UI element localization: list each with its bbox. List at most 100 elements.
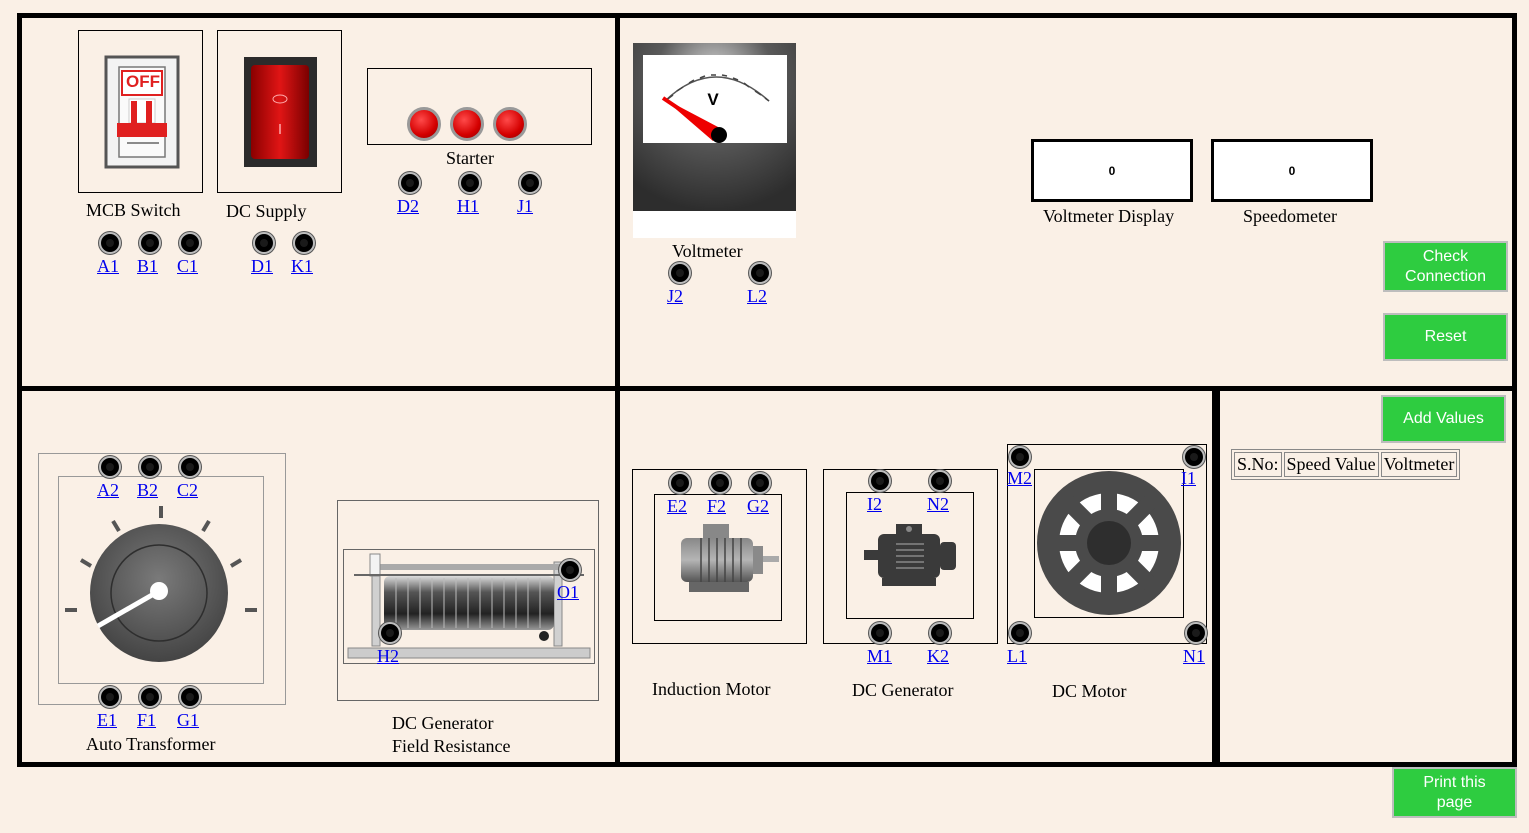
terminal-l1[interactable]	[1009, 622, 1031, 644]
dc-generator-icon[interactable]	[860, 520, 960, 590]
terminal-n2[interactable]	[929, 470, 951, 492]
reset-button[interactable]: Reset	[1383, 313, 1508, 361]
starter-lamp-2	[450, 107, 484, 141]
table-header-row: S.No: Speed Value Voltmeter	[1234, 452, 1458, 477]
induction-motor-icon[interactable]	[673, 520, 783, 600]
terminal-e1[interactable]	[99, 686, 121, 708]
voltmeter-icon	[633, 43, 796, 238]
terminal-b1-link[interactable]: B1	[137, 256, 159, 276]
terminal-i1[interactable]	[1183, 446, 1205, 468]
terminal-h1-link[interactable]: H1	[457, 196, 479, 216]
terminal-e2-link[interactable]: E2	[667, 496, 687, 516]
terminal-f1-link[interactable]: F1	[137, 710, 157, 730]
auto-transformer-outer	[38, 453, 286, 705]
voltmeter-display-label: Voltmeter Display	[1043, 206, 1175, 226]
dc-generator-outer	[823, 469, 998, 644]
dc-supply-switch[interactable]	[217, 30, 342, 193]
terminal-m2-link[interactable]: M2	[1007, 468, 1033, 488]
terminal-c2-link[interactable]: C2	[177, 480, 199, 500]
induction-motor-label: Induction Motor	[652, 679, 771, 699]
speedometer-label: Speedometer	[1243, 206, 1337, 226]
terminal-i1-link[interactable]: I1	[1181, 468, 1196, 488]
observation-table: S.No: Speed Value Voltmeter	[1231, 449, 1461, 480]
terminal-i2-link[interactable]: I2	[867, 494, 882, 514]
terminal-e1-link[interactable]: E1	[97, 710, 117, 730]
speedometer-display: 0	[1211, 139, 1373, 202]
terminal-b2-link[interactable]: B2	[137, 480, 159, 500]
terminal-o1[interactable]	[559, 559, 581, 581]
terminal-g2[interactable]	[749, 472, 771, 494]
table-header-sno: S.No:	[1234, 452, 1282, 477]
dc-motor-outer	[1007, 444, 1207, 644]
induction-motor-inner	[654, 494, 782, 621]
dc-generator-inner	[846, 492, 974, 619]
starter-lamp-3	[493, 107, 527, 141]
observation-panel	[1212, 386, 1517, 767]
table-header-speed: Speed Value	[1283, 452, 1379, 477]
machines-panel	[615, 386, 1220, 767]
terminal-l1-link[interactable]: L1	[1007, 646, 1027, 666]
terminal-h2-link[interactable]: H2	[377, 646, 399, 666]
field-resistance-inner	[343, 549, 595, 664]
terminal-j1[interactable]	[519, 172, 541, 194]
rheostat-icon[interactable]	[344, 550, 594, 663]
terminal-l2-link[interactable]: L2	[747, 286, 767, 306]
terminal-g1-link[interactable]: G1	[177, 710, 199, 730]
terminal-l2[interactable]	[749, 262, 771, 284]
voltmeter-symbol: V	[707, 90, 719, 109]
terminal-j2[interactable]	[669, 262, 691, 284]
terminal-d2[interactable]	[399, 172, 421, 194]
terminal-g1[interactable]	[179, 686, 201, 708]
terminal-j1-link[interactable]: J1	[517, 196, 534, 216]
terminal-d2-link[interactable]: D2	[397, 196, 419, 216]
terminal-i2[interactable]	[869, 470, 891, 492]
terminal-k2-link[interactable]: K2	[927, 646, 949, 666]
print-page-button[interactable]: Print this page	[1392, 767, 1517, 818]
terminal-k1[interactable]	[293, 232, 315, 254]
terminal-h2[interactable]	[379, 622, 401, 644]
terminal-j2-link[interactable]: J2	[667, 286, 684, 306]
field-resistance-outer	[337, 500, 599, 701]
starter-lamp-1	[407, 107, 441, 141]
terminal-a2-link[interactable]: A2	[97, 480, 119, 500]
field-resistance-label-line1: DC Generator	[392, 713, 494, 733]
voltmeter-display: 0	[1031, 139, 1193, 202]
terminal-a2[interactable]	[99, 456, 121, 478]
terminal-n1-link[interactable]: N1	[1183, 646, 1205, 666]
mcb-switch[interactable]	[78, 30, 203, 193]
terminal-f1[interactable]	[139, 686, 161, 708]
auto-transformer-inner	[58, 476, 264, 684]
terminal-f2-link[interactable]: F2	[707, 496, 727, 516]
terminal-c1-link[interactable]: C1	[177, 256, 199, 276]
terminal-k2[interactable]	[929, 622, 951, 644]
terminal-c2[interactable]	[179, 456, 201, 478]
terminal-c1[interactable]	[179, 232, 201, 254]
terminal-g2-link[interactable]: G2	[747, 496, 769, 516]
terminal-o1-link[interactable]: O1	[557, 582, 579, 602]
starter-label: Starter	[446, 148, 494, 168]
add-values-button[interactable]: Add Values	[1381, 395, 1506, 443]
terminal-m1[interactable]	[869, 622, 891, 644]
check-connection-button[interactable]: Check Connection	[1383, 241, 1508, 292]
terminal-a1-link[interactable]: A1	[97, 256, 119, 276]
terminal-a1[interactable]	[99, 232, 121, 254]
terminal-d1[interactable]	[253, 232, 275, 254]
terminal-h1[interactable]	[459, 172, 481, 194]
dc-generator-label: DC Generator	[852, 680, 954, 700]
terminal-k1-link[interactable]: K1	[291, 256, 313, 276]
terminal-m2[interactable]	[1009, 446, 1031, 468]
terminal-b2[interactable]	[139, 456, 161, 478]
terminal-b1[interactable]	[139, 232, 161, 254]
transformer-knob-icon[interactable]	[58, 476, 264, 684]
field-resistance-label-line2: Field Resistance	[392, 736, 511, 756]
mcb-state-text: OFF	[126, 72, 160, 91]
rocker-switch-icon	[244, 57, 317, 167]
terminal-f2[interactable]	[709, 472, 731, 494]
mcb-switch-icon	[104, 55, 180, 169]
terminal-n1[interactable]	[1185, 622, 1207, 644]
terminal-m1-link[interactable]: M1	[867, 646, 893, 666]
dc-motor-icon[interactable]	[1034, 469, 1184, 618]
terminal-n2-link[interactable]: N2	[927, 494, 949, 514]
terminal-d1-link[interactable]: D1	[251, 256, 273, 276]
terminal-e2[interactable]	[669, 472, 691, 494]
